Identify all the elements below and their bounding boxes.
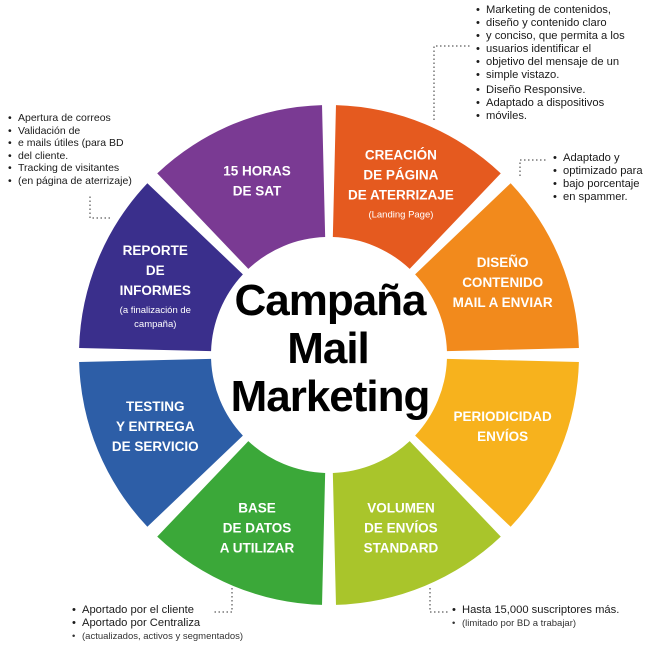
note-text: Validación de [18, 124, 81, 137]
segment-label-base-1: DE DATOS [223, 521, 292, 536]
note-cont: en spammer. [553, 191, 650, 204]
segment-label-creacion-2: DE ATERRIZAJE [348, 187, 454, 202]
note-text: Hasta 15,000 suscriptores más. [462, 604, 620, 616]
note-text: Aportado por el cliente [82, 604, 194, 616]
segment-label-sat-0: 15 HORAS [223, 163, 291, 178]
segment-label-base-2: A UTILIZAR [220, 541, 295, 556]
segment-base [157, 441, 326, 605]
note-text: Tracking de visitantes [18, 162, 120, 174]
segment-label-creacion-0: CREACIÓN [365, 147, 437, 162]
note-cont: (en página de aterrizaje) [8, 175, 178, 188]
segment-label-testing-0: TESTING [126, 399, 185, 414]
segment-creacion [332, 105, 501, 269]
note-cont: y conciso, que permita a los [476, 30, 650, 43]
segment-label-testing-1: Y ENTREGA [116, 419, 195, 434]
center-title-line-1: Campaña [234, 276, 427, 325]
segment-sublabel-reporte-0: (a finalización de [120, 305, 191, 316]
leader-top-right [433, 45, 470, 120]
note-item: Adaptado y [553, 152, 650, 165]
note-item: Validación de [8, 125, 178, 138]
segment-label-testing-2: DE SERVICIO [112, 439, 199, 454]
segment-sublabel-reporte-1: campaña) [134, 319, 176, 330]
note-cont: diseño y contenido claro [476, 17, 650, 30]
note-cont: simple vistazo. [476, 69, 650, 82]
segment-label-reporte-1: DE [146, 263, 165, 278]
segment-label-base-0: BASE [238, 501, 276, 516]
segment-label-volumen-0: VOLUMEN [367, 501, 435, 516]
segment-label-volumen-2: STANDARD [364, 541, 439, 556]
segment-label-diseno-1: CONTENIDO [462, 275, 543, 290]
center-title-line-2: Mail [287, 324, 369, 373]
leader-right [519, 159, 548, 176]
note-item: Apertura de correos [8, 112, 178, 125]
note-item: Tracking de visitantes [8, 162, 178, 175]
segment-diseno [415, 183, 579, 352]
segment-periodicidad [415, 358, 579, 527]
note-cont: e mails útiles (para BD [8, 137, 178, 150]
note-reporte: Apertura de correos Validación de e mail… [8, 112, 178, 187]
leader-top-left [89, 196, 110, 219]
note-base: Aportado por el cliente Aportado por Cen… [72, 604, 272, 643]
note-cont: bajo porcentaje [553, 178, 650, 191]
note-cont: Adaptado a dispositivos [476, 97, 650, 110]
note-cont: del cliente. [8, 150, 178, 163]
segment-label-diseno-2: MAIL A ENVIAR [453, 295, 553, 310]
note-item: Aportado por Centraliza [72, 617, 272, 630]
note-item: Aportado por el cliente [72, 604, 272, 617]
note-text: Diseño Responsive. [486, 84, 586, 96]
segment-label-periodicidad-1: ENVÍOS [477, 429, 528, 444]
segment-label-periodicidad-0: PERIODICIDAD [454, 409, 553, 424]
note-diseno: Adaptado y optimizado para bajo porcenta… [553, 152, 650, 204]
segment-label-creacion-1: DE PÁGINA [363, 167, 438, 182]
note-sub: (limitado por BD a trabajar) [452, 617, 650, 630]
leader-bottom-right [429, 588, 448, 613]
note-cont: usuarios identificar el [476, 43, 650, 56]
segment-label-diseno-0: DISEÑO [477, 255, 529, 270]
note-text: Aportado por Centraliza [82, 617, 201, 629]
note-item: Diseño Responsive. [476, 84, 650, 97]
note-item: Hasta 15,000 suscriptores más. [452, 604, 650, 617]
note-volumen: Hasta 15,000 suscriptores más. (limitado… [452, 604, 650, 630]
center-title-line-3: Marketing [231, 372, 430, 421]
note-cont: móviles. [476, 110, 650, 123]
note-sub: (actualizados, activos y segmentados) [72, 630, 272, 643]
segment-sat [157, 105, 326, 269]
note-cont: optimizado para [553, 165, 650, 178]
segment-label-reporte-0: REPORTE [123, 243, 188, 258]
segment-label-reporte-2: INFORMES [120, 283, 191, 298]
note-text: Apertura de correos [18, 112, 111, 124]
note-text: Adaptado y [563, 152, 620, 164]
note-text: Marketing de contenidos, [486, 4, 612, 16]
segment-sublabel-creacion-0: (Landing Page) [368, 209, 433, 220]
note-cont: objetivo del mensaje de un [476, 56, 650, 69]
segment-volumen [332, 441, 501, 605]
segment-label-sat-1: DE SAT [233, 183, 282, 198]
segment-testing [79, 358, 243, 527]
note-creacion: Marketing de contenidos, diseño y conten… [476, 4, 650, 123]
segment-reporte [79, 183, 243, 352]
segment-label-volumen-1: DE ENVÍOS [364, 521, 438, 536]
note-item: Marketing de contenidos, [476, 4, 650, 17]
